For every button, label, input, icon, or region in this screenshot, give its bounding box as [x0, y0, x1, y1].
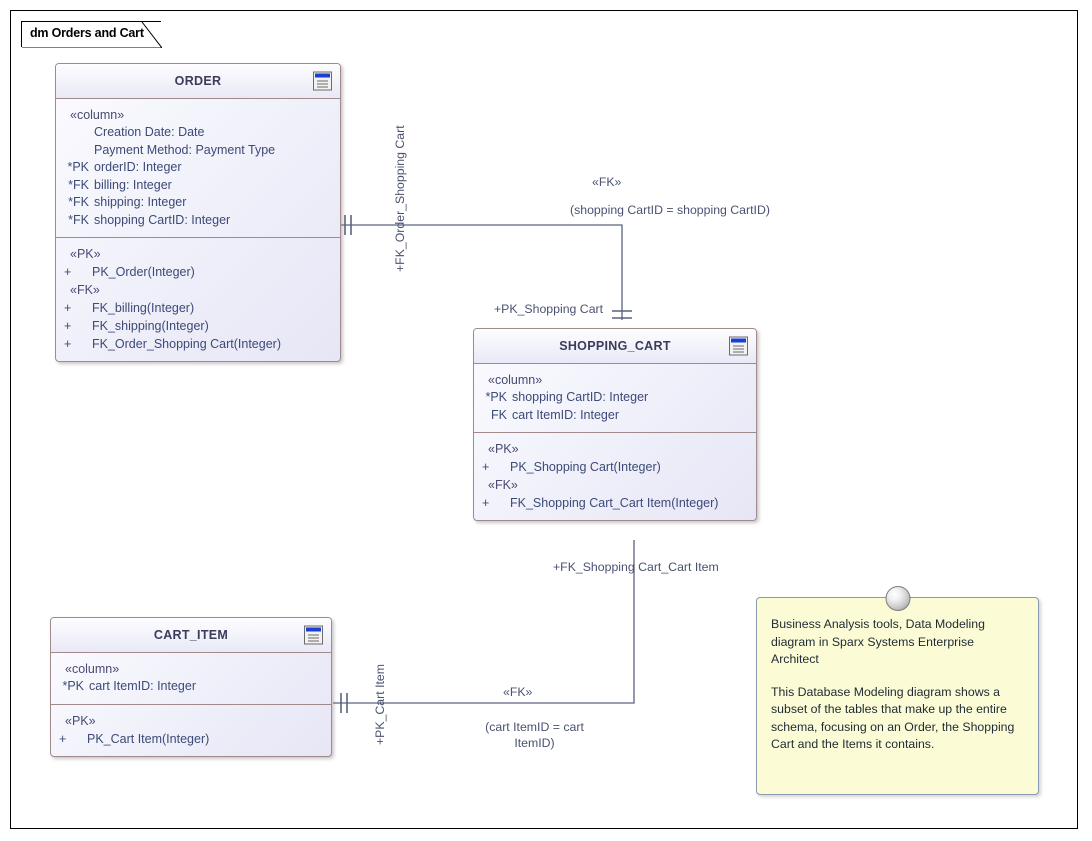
- attributes-stereotype: «column»: [70, 108, 125, 122]
- table-shopping-cart[interactable]: SHOPPING_CART «column» *PK shopping Cart…: [473, 328, 757, 521]
- table-row: *PK cart ItemID: Integer: [51, 678, 331, 696]
- operation-row: + PK_Order(Integer): [56, 263, 340, 281]
- table-cart-item-title: CART_ITEM: [153, 628, 229, 642]
- row-key: *PK: [485, 390, 507, 404]
- table-shopping-cart-header: SHOPPING_CART: [474, 329, 756, 364]
- operations-stereotype: «PK»: [70, 247, 101, 261]
- table-cart-item-operations: «PK» + PK_Cart Item(Integer): [51, 705, 331, 756]
- row-key: *FK: [68, 212, 89, 227]
- operation-visibility: +: [64, 319, 72, 333]
- row-key: *PK: [62, 679, 84, 693]
- connector-label-fk-stereotype-cart-item[interactable]: «FK»: [503, 685, 533, 699]
- note-paragraph-2: This Database Modeling diagram shows a s…: [771, 684, 1015, 752]
- connector-label-fk-stereotype-order[interactable]: «FK»: [592, 175, 622, 189]
- table-order[interactable]: ORDER «column» Creation Date: Date Payme…: [55, 63, 341, 362]
- connector-label-join-order-shopping-cart[interactable]: (shopping CartID = shopping CartID): [570, 203, 770, 217]
- operation-visibility: +: [59, 731, 67, 746]
- operation-name: PK_Order(Integer): [92, 265, 195, 279]
- table-row: *PK orderID: Integer: [56, 159, 340, 177]
- row-key: *PK: [67, 160, 89, 174]
- operation-row: + PK_Shopping Cart(Integer): [474, 458, 756, 476]
- table-order-header: ORDER: [56, 64, 340, 99]
- table-order-operations: «PK» + PK_Order(Integer) «FK» + FK_billi…: [56, 238, 340, 361]
- diagram-frame-tab: dm Orders and Cart: [21, 21, 162, 48]
- row-key: FK: [491, 407, 507, 422]
- row-value: cart ItemID: Integer: [89, 679, 196, 693]
- operation-name: FK_Shopping Cart_Cart Item(Integer): [510, 496, 719, 510]
- row-key: *FK: [68, 195, 89, 209]
- connector-label-join-cart-item-line2[interactable]: ItemID): [514, 736, 555, 750]
- operation-visibility: +: [482, 496, 490, 510]
- frame-tab-shape: [22, 22, 162, 48]
- table-row: *FK shipping: Integer: [56, 194, 340, 212]
- operation-row: + FK_Shopping Cart_Cart Item(Integer): [474, 494, 756, 512]
- note-pin-icon: [885, 586, 910, 611]
- operation-name: FK_billing(Integer): [92, 301, 195, 315]
- row-key: *FK: [68, 177, 89, 192]
- operation-row: + FK_shipping(Integer): [56, 317, 340, 335]
- attributes-stereotype: «column»: [488, 373, 543, 387]
- operations-stereotype: «FK»: [488, 478, 518, 492]
- table-cart-item-attributes: «column» *PK cart ItemID: Integer: [51, 653, 331, 705]
- operation-row: + FK_billing(Integer): [56, 299, 340, 317]
- note-paragraph-1: Business Analysis tools, Data Modeling d…: [771, 617, 985, 666]
- operation-row: + PK_Cart Item(Integer): [51, 730, 331, 748]
- operation-name: PK_Cart Item(Integer): [87, 731, 210, 746]
- row-value: Payment Method: Payment Type: [94, 142, 276, 157]
- operation-visibility: +: [64, 265, 72, 279]
- diagram-title: dm Orders and Cart: [30, 26, 144, 40]
- table-shopping-cart-attributes: «column» *PK shopping CartID: Integer FK…: [474, 364, 756, 433]
- table-icon: [304, 625, 323, 645]
- row-value: shopping CartID: Integer: [512, 390, 649, 404]
- operation-visibility: +: [64, 301, 72, 315]
- table-order-attributes: «column» Creation Date: Date Payment Met…: [56, 99, 340, 238]
- connector-label-fk-shopping-cart-cart-item-role[interactable]: +FK_Shopping Cart_Cart Item: [553, 560, 719, 574]
- row-value: Creation Date: Date: [94, 125, 205, 139]
- note-element[interactable]: Business Analysis tools, Data Modeling d…: [756, 586, 1039, 795]
- row-value: cart ItemID: Integer: [512, 407, 619, 422]
- connector-label-join-cart-item-line1[interactable]: (cart ItemID = cart: [485, 720, 584, 734]
- attributes-stereotype: «column»: [65, 662, 120, 676]
- table-icon: [313, 71, 332, 91]
- table-row: *FK shopping CartID: Integer: [56, 212, 340, 230]
- operation-name: PK_Shopping Cart(Integer): [510, 460, 661, 474]
- table-shopping-cart-operations: «PK» + PK_Shopping Cart(Integer) «FK» + …: [474, 433, 756, 520]
- table-row: *PK shopping CartID: Integer: [474, 389, 756, 407]
- connector-label-pk-shopping-cart-role[interactable]: +PK_Shopping Cart: [494, 302, 604, 316]
- row-value: shipping: Integer: [94, 195, 187, 209]
- operations-stereotype: «PK»: [488, 442, 519, 456]
- operations-stereotype: «FK»: [70, 283, 100, 297]
- table-cart-item-header: CART_ITEM: [51, 618, 331, 653]
- connector-label-fk-order-shopping-cart-role[interactable]: +FK_Order_Shopping Cart: [393, 125, 407, 272]
- row-value: billing: Integer: [94, 177, 172, 192]
- row-value: orderID: Integer: [94, 160, 182, 174]
- table-row: Creation Date: Date: [56, 124, 340, 142]
- row-value: shopping CartID: Integer: [94, 212, 231, 227]
- operation-visibility: +: [482, 460, 490, 474]
- operation-visibility: +: [64, 337, 72, 351]
- table-cart-item[interactable]: CART_ITEM «column» *PK cart ItemID: Inte…: [50, 617, 332, 757]
- operation-name: FK_Order_Shopping Cart(Integer): [92, 337, 281, 351]
- operation-row: + FK_Order_Shopping Cart(Integer): [56, 335, 340, 353]
- table-order-title: ORDER: [174, 74, 222, 88]
- table-row: *FK billing: Integer: [56, 177, 340, 195]
- operations-stereotype: «PK»: [65, 713, 96, 728]
- table-row: FK cart ItemID: Integer: [474, 407, 756, 425]
- operation-name: FK_shipping(Integer): [92, 319, 209, 333]
- table-icon: [729, 336, 748, 356]
- connector-label-pk-cart-item-role[interactable]: +PK_Cart Item: [373, 664, 387, 745]
- table-row: Payment Method: Payment Type: [56, 142, 340, 160]
- table-shopping-cart-title: SHOPPING_CART: [559, 339, 671, 353]
